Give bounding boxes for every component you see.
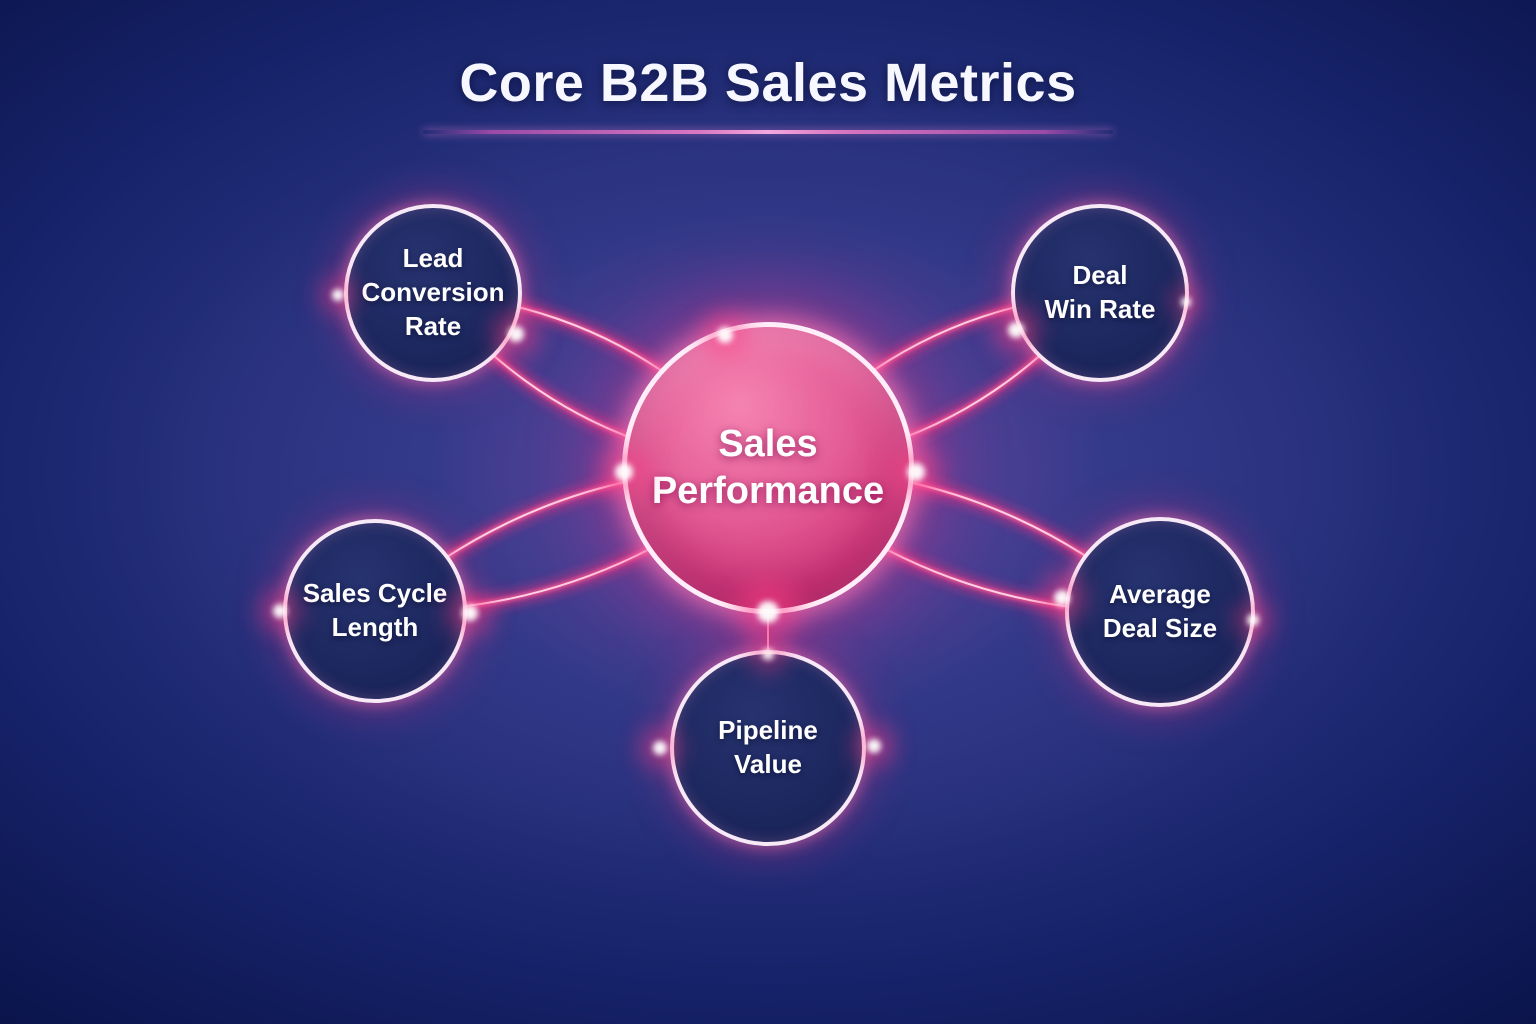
node-label: Pipeline Value xyxy=(718,715,818,779)
node-pipeline-value: Pipeline Value xyxy=(670,650,866,846)
glow-hotspot-core xyxy=(332,289,344,301)
node-label: Average Deal Size xyxy=(1102,579,1218,643)
node-lead-conversion-rate: Lead Conversion Rate xyxy=(344,204,522,382)
node-label: Lead Conversion Rate xyxy=(361,243,505,341)
node-deal-win-rate: Deal Win Rate xyxy=(1011,204,1189,382)
node-sales-cycle-length: Sales Cycle Length xyxy=(283,519,467,703)
node-sales-performance: Sales Performance xyxy=(622,322,914,614)
node-label: Deal Win Rate xyxy=(1044,260,1156,324)
node-average-deal-size: Average Deal Size xyxy=(1065,517,1255,707)
node-label: Sales Cycle Length xyxy=(302,578,448,642)
title-underline-decoration xyxy=(423,130,1113,134)
glow-hotspot-core xyxy=(653,741,667,755)
glow-hotspot-core xyxy=(867,739,881,753)
page-title: Core B2B Sales Metrics xyxy=(459,53,1077,113)
node-label: Sales Performance xyxy=(651,422,885,513)
